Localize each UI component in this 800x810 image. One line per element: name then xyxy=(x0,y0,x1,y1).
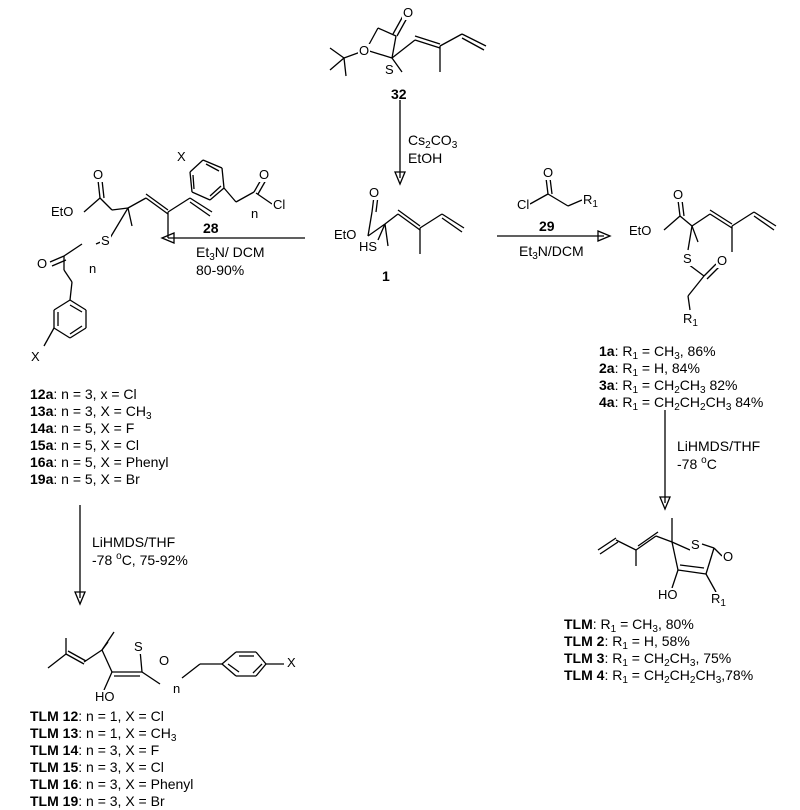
list-item: TLM 19: n = 3, X = Br xyxy=(30,793,165,809)
atom-s-32: S xyxy=(384,62,395,77)
atom-cl-29: Cl xyxy=(516,197,531,212)
compound-label-1: 1 xyxy=(382,268,390,284)
list-item: TLM 4: R1 = CH2CH2CH3,78% xyxy=(564,667,754,686)
compound-32-structure xyxy=(329,15,487,77)
reagent-et3n-dcm-right: Et3N/DCM xyxy=(519,243,584,262)
atom-o-tlm-right: O xyxy=(722,549,735,564)
list-item: 19a: n = 5, X = Br xyxy=(30,471,140,487)
list-item: TLM 15: n = 3, X = Cl xyxy=(30,759,164,775)
atom-o-32-carbonyl: O xyxy=(402,5,415,20)
list-item: TLM 14: n = 3, X = F xyxy=(30,742,160,758)
list-tlm-right: TLM: R1 = CH3, 80% TLM 2: R1 = H, 58% TL… xyxy=(564,616,754,686)
atom-o-29: O xyxy=(542,165,555,180)
reagent-temp-right: -78 oC xyxy=(677,455,717,473)
arrows xyxy=(74,100,671,606)
compound-1a-structure xyxy=(663,199,777,311)
list-12a-19a: 12a: n = 3, x = Cl 13a: n = 3, X = CH3 1… xyxy=(30,386,169,488)
list-item: 3a: R1 = CH2CH3 82% xyxy=(599,377,738,396)
list-item: 15a: n = 5, X = Cl xyxy=(30,437,139,453)
compound-label-28: 28 xyxy=(203,220,219,236)
atom-s-tlm-right: S xyxy=(690,537,701,552)
reagent-lihmds-right: LiHMDS/THF xyxy=(677,438,761,454)
atom-cl-28: Cl xyxy=(272,197,287,212)
atom-n-12a: n xyxy=(88,261,98,276)
list-item: 14a: n = 5, X = F xyxy=(30,420,135,436)
atom-eto-12a: EtO xyxy=(50,204,75,219)
compound-1-structure xyxy=(367,195,465,254)
list-item: TLM 3: R1 = CH2CH3, 75% xyxy=(564,650,732,669)
reagent-et3n-dcm-left: Et3N/ DCM xyxy=(196,244,265,263)
reagent-yield-left: 80-90% xyxy=(196,262,245,278)
reagent-etoh: EtOH xyxy=(408,150,443,166)
atom-r1-29: R1 xyxy=(582,192,599,210)
atom-n-tlm-left: n xyxy=(172,681,182,696)
list-1a-4a: 1a: R1 = CH3, 86% 2a: R1 = H, 84% 3a: R1… xyxy=(599,343,764,413)
atom-r1-1a: R1 xyxy=(682,311,699,329)
atom-o-1a-thio: O xyxy=(716,253,729,268)
compound-label-29: 29 xyxy=(539,218,555,234)
atom-s-tlm-left: S xyxy=(133,639,144,654)
list-item: TLM 12: n = 1, X = Cl xyxy=(30,708,164,724)
atom-s-12a: S xyxy=(100,233,111,248)
tlm-right-structure xyxy=(597,518,723,593)
atom-x-tlm-left: X xyxy=(286,655,297,670)
list-item: TLM 13: n = 1, X = CH3 xyxy=(30,725,177,744)
reagent-29-structure xyxy=(529,177,583,207)
atom-ho-tlm-left: HO xyxy=(94,689,116,704)
atom-o-32-ring: O xyxy=(358,43,371,58)
atom-o-tlm-left: O xyxy=(158,653,171,668)
reagent-temp-left: -78 oC, 75-92% xyxy=(92,551,188,569)
atom-eto-1: EtO xyxy=(333,227,358,242)
list-item: 12a: n = 3, x = Cl xyxy=(30,386,137,402)
atom-s-1a: S xyxy=(682,251,693,266)
list-item: 13a: n = 3, X = CH3 xyxy=(30,403,152,422)
list-item: 2a: R1 = H, 84% xyxy=(599,360,700,379)
list-item: 4a: R1 = CH2CH2CH3 84% xyxy=(599,394,764,413)
atom-o-28: O xyxy=(258,167,271,182)
reagent-lihmds-left: LiHMDS/THF xyxy=(92,534,176,550)
atom-o-1: O xyxy=(368,185,381,200)
list-item: 16a: n = 5, X = Phenyl xyxy=(30,454,169,470)
atom-ho-tlm-right: HO xyxy=(657,587,679,602)
atom-eto-1a: EtO xyxy=(628,223,653,238)
list-item: TLM 2: R1 = H, 58% xyxy=(564,633,690,652)
list-tlm-left: TLM 12: n = 1, X = Cl TLM 13: n = 1, X =… xyxy=(30,708,193,810)
reagent-cs2co3: Cs2CO3 xyxy=(408,132,458,151)
atom-o-12a: O xyxy=(92,167,105,182)
reagent-28-structure xyxy=(189,159,273,205)
atom-x-12a: X xyxy=(30,349,41,364)
list-item: 1a: R1 = CH3, 86% xyxy=(599,343,716,362)
list-item: TLM 16: n = 3, X = Phenyl xyxy=(30,776,194,792)
compound-label-32: 32 xyxy=(391,86,407,102)
atom-o-12a-thio: O xyxy=(36,256,49,271)
tlm-left-structure xyxy=(47,631,284,691)
atom-x-28: X xyxy=(176,149,187,164)
atom-n-28: n xyxy=(250,206,260,221)
list-item: TLM: R1 = CH3, 80% xyxy=(564,616,694,635)
atom-o-1a: O xyxy=(672,187,685,202)
atom-hs-1: HS xyxy=(358,239,379,254)
atom-r1-tlm-right: R1 xyxy=(710,591,727,609)
